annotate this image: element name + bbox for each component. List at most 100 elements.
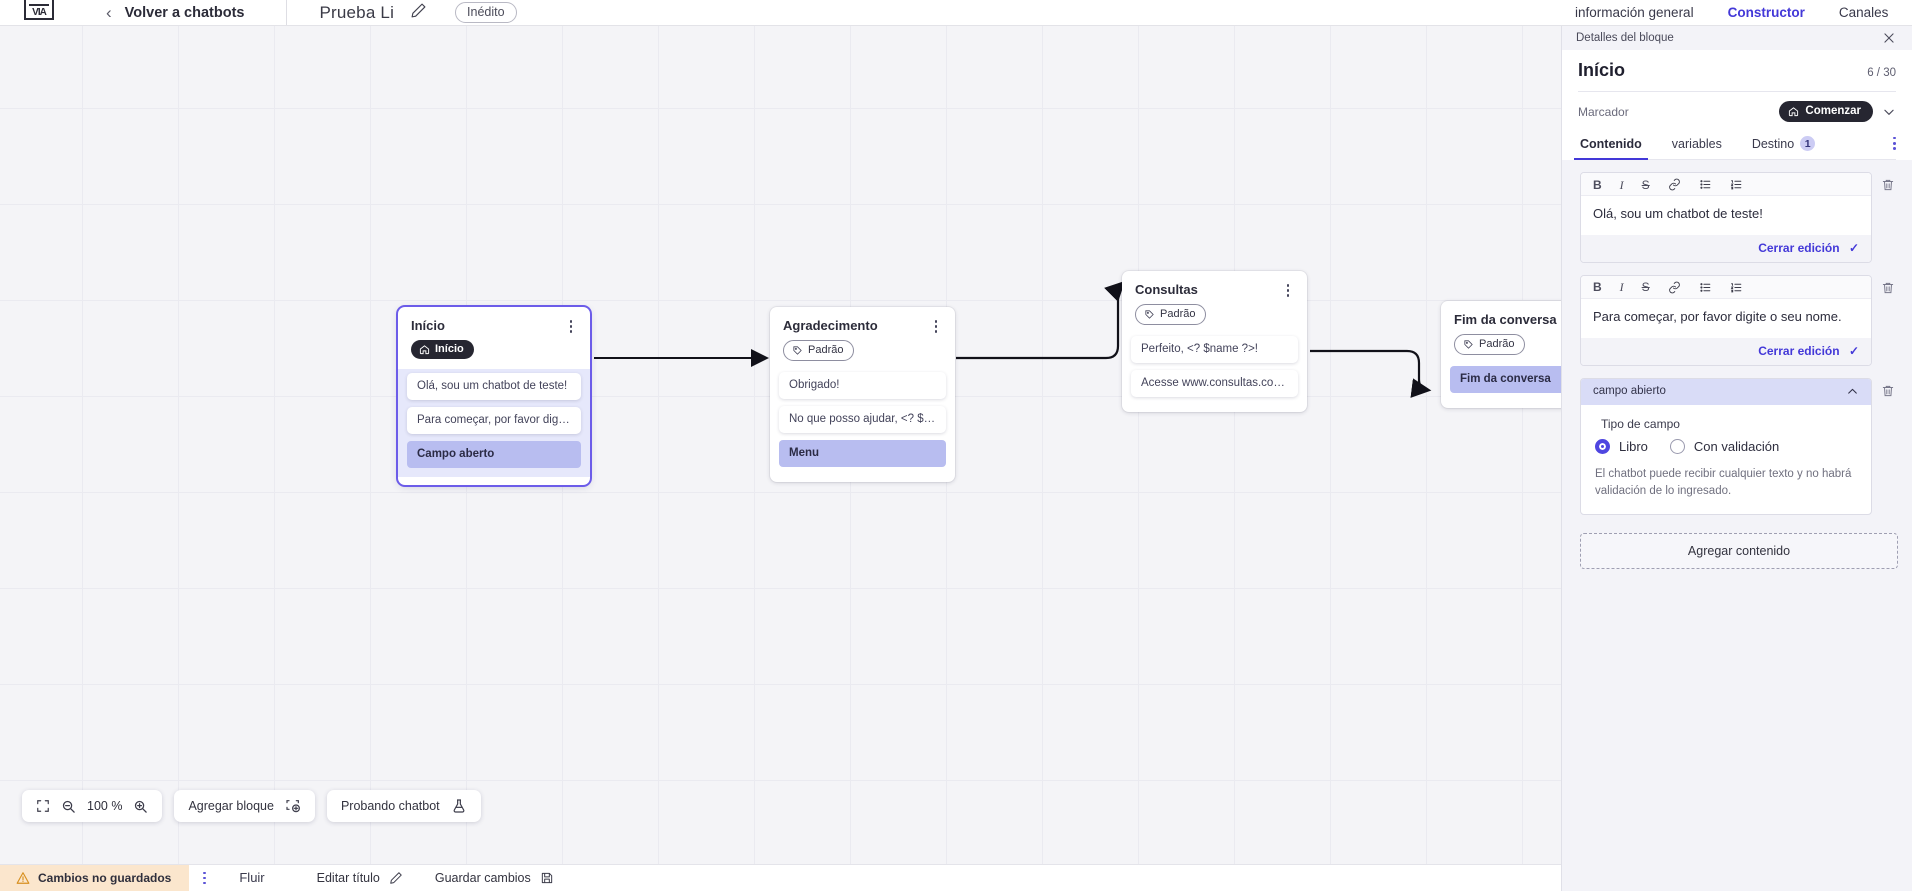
panel-tab-contenido[interactable]: Contenido	[1574, 133, 1648, 160]
delete-block-button[interactable]	[1878, 378, 1898, 398]
node-title: Consultas	[1135, 282, 1198, 297]
italic-button[interactable]: I	[1619, 280, 1624, 295]
tab-informacion-general[interactable]: información general	[1575, 5, 1694, 20]
pencil-icon	[389, 871, 403, 885]
node-field-menu[interactable]: Menu	[779, 440, 946, 467]
delete-block-button[interactable]	[1878, 275, 1898, 295]
marker-chip-comenzar[interactable]: Comenzar	[1779, 101, 1873, 122]
zoom-in-icon[interactable]	[133, 799, 148, 814]
edit-title-button[interactable]: Editar título	[317, 871, 403, 885]
save-disk-icon	[540, 871, 554, 885]
node-field-campo-aberto[interactable]: Campo aberto	[407, 440, 581, 468]
node-message[interactable]: Perfeito, <? $name ?>!	[1131, 336, 1298, 363]
node-message[interactable]: Para começar, por favor digite o ...	[407, 406, 581, 434]
bold-button[interactable]: B	[1593, 280, 1602, 295]
save-changes-button[interactable]: Guardar cambios	[435, 871, 554, 885]
panel-header: Detalles del bloque	[1562, 26, 1912, 50]
node-tag-padrao: Padrão	[1454, 334, 1526, 355]
link-icon[interactable]	[1668, 281, 1681, 294]
tab-canales[interactable]: Canales	[1838, 5, 1889, 20]
node-field-fim-da-conversa[interactable]: Fim da conversa	[1450, 366, 1561, 393]
node-message[interactable]: Obrigado!	[779, 372, 946, 399]
canvas-toolbar: 100 % Agregar bloque Probando chatbot	[22, 790, 481, 822]
flow-node-fim-da-conversa[interactable]: Fim da conversa Padrão Fim da conversa	[1441, 301, 1561, 408]
editor-text[interactable]: Olá, sou um chatbot de teste!	[1581, 196, 1871, 235]
back-chevron-icon[interactable]: ‹	[106, 3, 112, 22]
node-message[interactable]: No que posso ajudar, <? $name ...	[779, 406, 946, 433]
panel-tab-variables[interactable]: variables	[1670, 133, 1724, 159]
header-divider	[286, 0, 288, 25]
close-edit-label: Cerrar edición	[1758, 240, 1840, 255]
unsaved-changes-badge: Cambios no guardados	[0, 864, 190, 891]
panel-tab-destino[interactable]: Destino 1	[1750, 132, 1817, 159]
statusbar-kebab-icon[interactable]	[189, 871, 219, 885]
chevron-up-icon[interactable]	[1846, 385, 1859, 398]
tag-icon	[793, 345, 802, 355]
node-message[interactable]: Acesse www.consultas.com par...	[1131, 370, 1298, 397]
panel-title-row: Início 6 / 30	[1578, 60, 1896, 81]
radio-option-con-validacion[interactable]: Con validación	[1669, 438, 1779, 454]
open-field-header[interactable]: campo abierto	[1581, 378, 1871, 405]
flow-node-inicio[interactable]: Início Início Olá, sou um chatbot de tes…	[398, 307, 590, 485]
panel-tab-label: Contenido	[1580, 137, 1642, 151]
open-field-section[interactable]: campo abierto Tipo de campo Libro	[1580, 377, 1872, 516]
fit-screen-icon[interactable]	[36, 799, 50, 813]
chevron-down-icon[interactable]	[1882, 105, 1896, 119]
node-title: Início	[411, 318, 445, 333]
panel-tabs-kebab-icon[interactable]	[1893, 136, 1896, 159]
panel-header-label: Detalles del bloque	[1576, 32, 1674, 44]
close-icon[interactable]	[1882, 31, 1896, 45]
strikethrough-button[interactable]: S	[1641, 280, 1650, 295]
node-menu-kebab-icon[interactable]	[564, 318, 578, 333]
add-block-label: Agregar bloque	[188, 799, 274, 813]
close-edit-action[interactable]: Cerrar edición ✓	[1581, 234, 1871, 262]
node-header: Agradecimento	[770, 307, 955, 333]
open-field-hint: El chatbot puede recibir cualquier texto…	[1595, 467, 1852, 497]
bottom-status-bar: Cambios no guardados Fluir Editar título…	[0, 864, 1561, 891]
editor-toolbar: B I S	[1581, 275, 1871, 299]
marker-row: Marcador Comenzar	[1578, 92, 1896, 132]
panel-tab-label: variables	[1671, 137, 1722, 151]
delete-block-button[interactable]	[1878, 172, 1898, 192]
node-tag-label: Padrão	[1479, 338, 1515, 350]
link-icon[interactable]	[1668, 178, 1681, 191]
tab-fluir[interactable]: Fluir	[223, 865, 280, 891]
numbered-list-icon[interactable]	[1730, 281, 1743, 294]
status-badge: Inédito	[455, 2, 517, 23]
destino-count-badge: 1	[1800, 136, 1816, 151]
test-chatbot-button[interactable]: Probando chatbot	[326, 790, 481, 822]
home-icon	[1789, 106, 1799, 116]
node-message[interactable]: Olá, sou um chatbot de teste!	[407, 372, 581, 400]
back-to-chatbots-link[interactable]: Volver a chatbots	[124, 4, 245, 21]
radio-option-libro[interactable]: Libro	[1595, 438, 1648, 454]
flow-canvas[interactable]: Início Início Olá, sou um chatbot de tes…	[0, 26, 1561, 864]
italic-button[interactable]: I	[1619, 177, 1624, 192]
warning-icon	[16, 871, 30, 885]
app-logo[interactable]: VIA	[22, 0, 56, 25]
node-tag-label: Início	[435, 343, 464, 355]
node-body: Perfeito, <? $name ?>! Acesse www.consul…	[1122, 334, 1307, 397]
bullet-list-icon[interactable]	[1699, 281, 1712, 294]
numbered-list-icon[interactable]	[1730, 178, 1743, 191]
bold-button[interactable]: B	[1593, 177, 1602, 192]
bullet-list-icon[interactable]	[1699, 178, 1712, 191]
tab-constructor[interactable]: Constructor	[1721, 0, 1812, 25]
strikethrough-button[interactable]: S	[1641, 177, 1650, 192]
add-block-button[interactable]: Agregar bloque	[174, 790, 315, 822]
edit-title-label: Editar título	[316, 871, 380, 885]
edit-title-pencil-icon[interactable]	[410, 2, 427, 24]
marker-control[interactable]: Comenzar	[1779, 101, 1896, 122]
flow-node-consultas[interactable]: Consultas Padrão Perfeito, <? $name ?>! …	[1122, 271, 1307, 412]
bot-title: Prueba Li	[319, 2, 395, 22]
zoom-out-icon[interactable]	[61, 799, 76, 814]
top-header: VIA ‹ Volver a chatbots Prueba Li Inédit…	[0, 0, 1561, 26]
node-menu-kebab-icon[interactable]	[1281, 282, 1295, 297]
node-tag-row: Padrão	[1441, 327, 1561, 364]
rich-text-editor[interactable]: B I S Olá, sou um chatbot de teste! Cerr…	[1580, 172, 1872, 263]
close-edit-action[interactable]: Cerrar edición ✓	[1581, 337, 1871, 365]
flow-node-agradecimento[interactable]: Agradecimento Padrão Obrigado! No que po…	[770, 307, 955, 482]
node-menu-kebab-icon[interactable]	[929, 318, 943, 333]
rich-text-editor[interactable]: B I S Para começar, por favor digite o s…	[1580, 274, 1872, 366]
editor-text[interactable]: Para começar, por favor digite o seu nom…	[1581, 298, 1871, 338]
add-content-button[interactable]: Agregar contenido	[1580, 533, 1898, 570]
